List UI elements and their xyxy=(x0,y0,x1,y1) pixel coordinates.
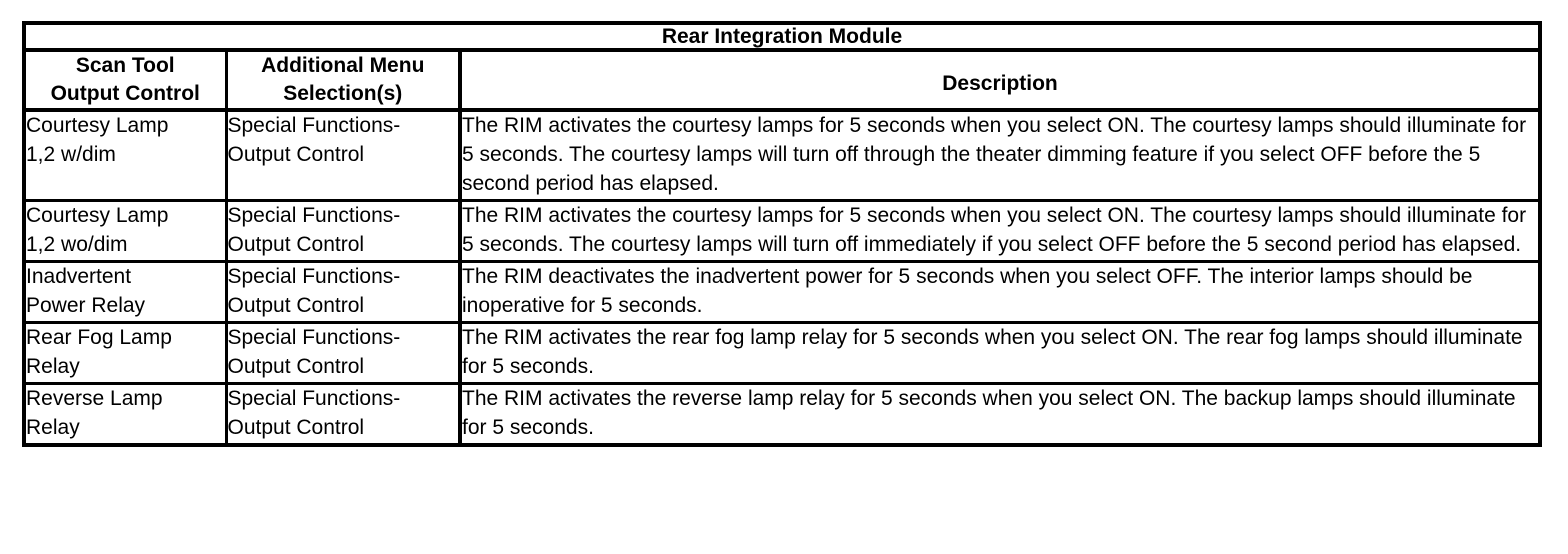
cell-description: The RIM activates the courtesy lamps for… xyxy=(459,199,1541,264)
column-header-description: Description xyxy=(459,49,1541,113)
column-header-additional-menu-selections: Additional Menu Selection(s) xyxy=(225,49,462,113)
cell-description: The RIM activates the courtesy lamps for… xyxy=(459,108,1541,203)
cell-description: The RIM deactivates the inadvertent powe… xyxy=(459,260,1541,325)
control-line-1: Reverse Lamp xyxy=(26,387,163,411)
cell-additional-menu-selection: Special Functions- Output Control xyxy=(225,108,462,203)
control-line-1: Inadvertent xyxy=(26,265,132,289)
header-line-2: Selection(s) xyxy=(283,82,403,106)
table-row: Reverse Lamp Relay Special Functions- Ou… xyxy=(23,382,1541,448)
control-line-1: Rear Fog Lamp xyxy=(26,326,172,350)
table-title-row: Rear Integration Module xyxy=(23,21,1541,53)
menu-line-2: Output Control xyxy=(227,416,365,440)
header-line-1: Scan Tool xyxy=(75,54,175,78)
rear-integration-module-table: Rear Integration Module Scan Tool Output… xyxy=(22,21,1542,448)
cell-additional-menu-selection: Special Functions- Output Control xyxy=(225,321,462,386)
control-line-2: 1,2 w/dim xyxy=(26,143,116,167)
table-row: Courtesy Lamp 1,2 wo/dim Special Functio… xyxy=(23,199,1541,264)
cell-scan-tool-output-control: Courtesy Lamp 1,2 w/dim xyxy=(23,108,228,203)
menu-line-2: Output Control xyxy=(227,355,365,379)
cell-scan-tool-output-control: Inadvertent Power Relay xyxy=(23,260,228,325)
menu-line-2: Output Control xyxy=(227,143,365,167)
menu-line-1: Special Functions- xyxy=(227,265,401,289)
cell-additional-menu-selection: Special Functions- Output Control xyxy=(225,199,462,264)
control-line-1: Courtesy Lamp xyxy=(26,204,169,228)
menu-line-2: Output Control xyxy=(227,294,365,318)
description-text: The RIM deactivates the inadvertent powe… xyxy=(462,265,1473,318)
menu-line-1: Special Functions- xyxy=(227,387,401,411)
table-row: Courtesy Lamp 1,2 w/dim Special Function… xyxy=(23,108,1541,203)
control-line-1: Courtesy Lamp xyxy=(26,114,169,138)
control-line-2: Power Relay xyxy=(26,294,146,318)
cell-scan-tool-output-control: Reverse Lamp Relay xyxy=(23,382,228,448)
cell-additional-menu-selection: Special Functions- Output Control xyxy=(225,382,462,448)
control-line-2: 1,2 wo/dim xyxy=(26,233,128,257)
cell-description: The RIM activates the rear fog lamp rela… xyxy=(459,321,1541,386)
rim-table-container: Rear Integration Module Scan Tool Output… xyxy=(22,21,1542,448)
control-line-2: Relay xyxy=(26,416,80,440)
table-row: Rear Fog Lamp Relay Special Functions- O… xyxy=(23,321,1541,386)
cell-scan-tool-output-control: Courtesy Lamp 1,2 wo/dim xyxy=(23,199,228,264)
menu-line-1: Special Functions- xyxy=(227,204,401,228)
description-text: The RIM activates the courtesy lamps for… xyxy=(462,204,1527,257)
menu-line-1: Special Functions- xyxy=(227,326,401,350)
table-header-row: Scan Tool Output Control Additional Menu… xyxy=(23,49,1541,113)
header-line-1: Additional Menu xyxy=(261,54,425,78)
cell-scan-tool-output-control: Rear Fog Lamp Relay xyxy=(23,321,228,386)
column-header-scan-tool-output-control: Scan Tool Output Control xyxy=(23,49,228,113)
control-line-2: Relay xyxy=(26,355,80,379)
description-text: The RIM activates the courtesy lamps for… xyxy=(462,114,1527,196)
header-line-2: Output Control xyxy=(50,82,200,106)
cell-description: The RIM activates the reverse lamp relay… xyxy=(459,382,1541,448)
menu-line-1: Special Functions- xyxy=(227,114,401,138)
description-text: The RIM activates the rear fog lamp rela… xyxy=(462,326,1523,379)
table-row: Inadvertent Power Relay Special Function… xyxy=(23,260,1541,325)
menu-line-2: Output Control xyxy=(227,233,365,257)
table-title: Rear Integration Module xyxy=(23,21,1541,53)
description-text: The RIM activates the reverse lamp relay… xyxy=(462,387,1516,440)
cell-additional-menu-selection: Special Functions- Output Control xyxy=(225,260,462,325)
